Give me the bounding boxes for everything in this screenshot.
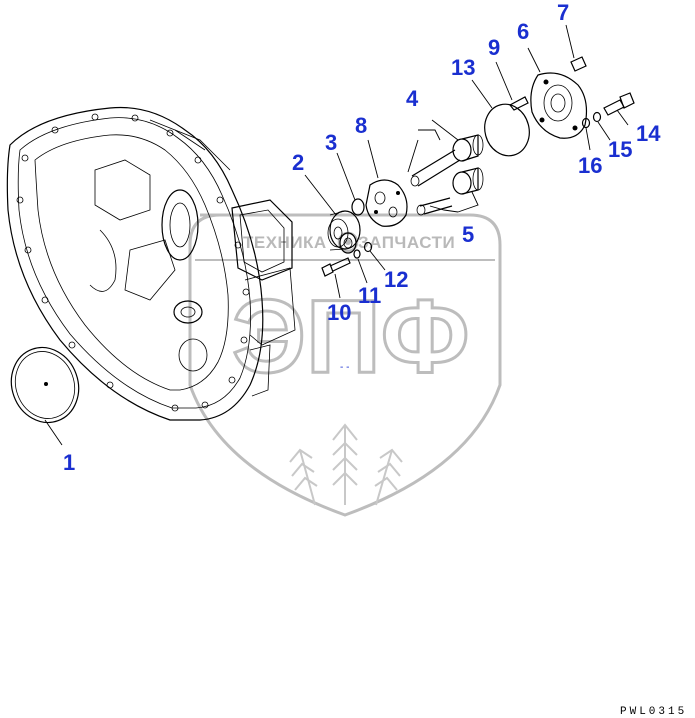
part-4-drive-gear (410, 134, 484, 187)
stray-mark: - - (340, 362, 349, 373)
part-13-o-ring (484, 103, 530, 157)
part-12-washer (363, 241, 373, 253)
part-3-snap-ring (351, 198, 365, 216)
callout-7: 7 (557, 0, 569, 25)
callout-2: 2 (292, 150, 304, 175)
watermark-shield (188, 213, 502, 517)
part-5-driven-gear (416, 167, 484, 216)
callout-14: 14 (636, 121, 661, 146)
drawing-code: PWL0315 (620, 706, 687, 718)
callout-labels: 1 2 3 4 5 6 7 8 9 10 11 12 13 14 15 16 (63, 0, 661, 475)
callout-13: 13 (451, 55, 475, 80)
part-11-washer (353, 249, 361, 259)
callout-6: 6 (517, 19, 529, 44)
callout-12: 12 (384, 267, 408, 292)
part-8-pump-body (365, 179, 408, 227)
part-6-pump-cover (530, 72, 588, 139)
callout-10: 10 (327, 300, 351, 325)
callout-1: 1 (63, 450, 75, 475)
callout-9: 9 (488, 35, 500, 60)
callout-3: 3 (325, 130, 337, 155)
part-2-gear-b (339, 232, 357, 254)
part-16-washer (581, 117, 591, 129)
callout-11: 11 (358, 283, 381, 308)
leader-lines (44, 24, 629, 446)
callout-4: 4 (406, 86, 419, 111)
part-10-bolt (321, 257, 351, 277)
part-15-washer (592, 111, 602, 123)
watermark-text-right: ЗАПЧАСТИ (358, 233, 455, 252)
callout-15: 15 (608, 137, 632, 162)
callout-16: 16 (578, 153, 602, 178)
part-1-cover (10, 346, 80, 424)
flywheel-housing (6, 106, 296, 421)
part-7-stud (570, 56, 587, 72)
watermark-big-text: ЭПФ (232, 279, 470, 395)
watermark-text-left: ТЕХНИКА (243, 233, 327, 252)
watermark-wheat-icon (289, 423, 403, 506)
watermark-logo: ТЕХНИКА ЗАПЧАСТИ ЭПФ (188, 213, 502, 517)
part-14-bolt (603, 92, 635, 116)
flange-bolt-holes (16, 113, 250, 412)
callout-8: 8 (355, 113, 367, 138)
part-9-dowel-pin (509, 96, 529, 111)
callout-5: 5 (462, 222, 474, 247)
